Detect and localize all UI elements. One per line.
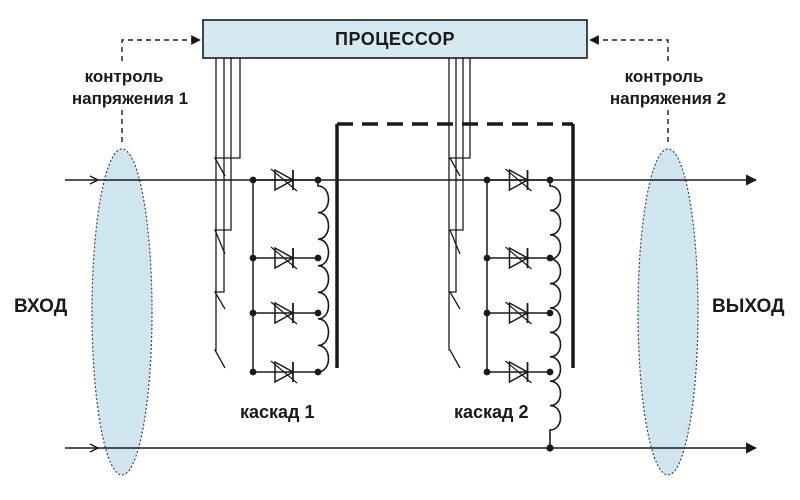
cascade-1-label: каскад 1	[240, 402, 315, 422]
junction-dot	[483, 309, 491, 317]
control-wire	[213, 58, 241, 177]
thyristor-icon	[508, 301, 530, 325]
thyristor-icon	[274, 301, 295, 325]
input-label: ВХОД	[14, 296, 68, 317]
cascade-1	[213, 58, 330, 384]
transformer-core	[335, 122, 575, 368]
output-label: ВЫХОД	[712, 296, 785, 317]
processor-block	[202, 19, 588, 59]
tap-dot	[314, 254, 322, 262]
tap-dot	[314, 309, 322, 317]
thyristor-icon	[274, 246, 295, 270]
thyristor-diagonal	[505, 301, 532, 325]
control-1-label-line1: контроль	[85, 67, 164, 86]
junction-dot	[249, 176, 257, 184]
control-1-label-line2: напряжения 1	[72, 89, 188, 108]
control-2-label-line1: контроль	[625, 67, 704, 86]
thyristor-icon	[508, 360, 530, 384]
top-bus-entry-arrow	[89, 175, 100, 185]
thyristor-diagonal	[270, 360, 298, 384]
junction-dot	[249, 254, 257, 262]
thyristor-icon	[508, 246, 530, 270]
junction-dot	[483, 368, 491, 376]
cascade-2-label: каскад 2	[454, 402, 529, 422]
control-wire	[214, 58, 232, 255]
thyristor-diagonal	[270, 168, 298, 192]
processor-label: ПРОЦЕССОР	[335, 29, 455, 49]
bottom-bus-entry-arrow	[89, 443, 100, 453]
thyristor-diagonal	[270, 301, 298, 325]
control-wire	[448, 58, 461, 369]
transformer-coil	[549, 180, 562, 448]
thyristor-diagonal	[505, 246, 532, 270]
coil-bottom-dot	[546, 444, 554, 452]
control-2-label-line2: напряжения 2	[610, 89, 726, 108]
cascade-2	[448, 58, 562, 452]
thyristor-icon	[508, 168, 530, 192]
junction-dot	[483, 254, 491, 262]
tap-dot	[546, 368, 554, 376]
control-1-dashed-line	[121, 35, 201, 142]
output-voltage-sensor	[637, 148, 699, 476]
thyristor-diagonal	[505, 168, 532, 192]
transformer-coil	[317, 180, 330, 373]
control-wire	[213, 58, 226, 310]
input-voltage-sensor	[91, 148, 153, 476]
control-wire	[448, 58, 461, 310]
thyristor-diagonal	[270, 246, 298, 270]
tap-dot	[546, 254, 554, 262]
junction-dot	[249, 309, 257, 317]
thyristor-icon	[274, 168, 295, 192]
thyristor-icon	[274, 360, 295, 384]
control-wire	[448, 58, 471, 177]
thyristor-diagonal	[505, 360, 532, 384]
tap-dot	[546, 309, 554, 317]
control-wire	[213, 58, 226, 369]
junction-dot	[249, 368, 257, 376]
junction-dot	[483, 176, 491, 184]
control-2-dashed-line	[589, 35, 669, 142]
